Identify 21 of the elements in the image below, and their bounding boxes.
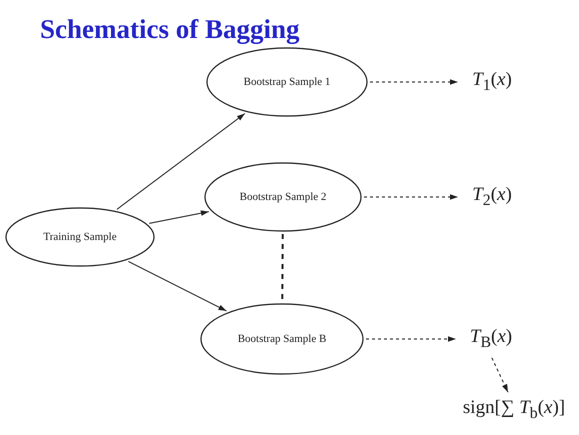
node-label: Bootstrap Sample 2 xyxy=(240,191,326,203)
sample-ellipse xyxy=(5,207,155,267)
formula-label: T$_{B}$(x) xyxy=(470,326,512,352)
arrow xyxy=(128,260,227,312)
arrow xyxy=(364,194,458,200)
arrow xyxy=(366,336,456,342)
arrow xyxy=(491,357,508,393)
formula-label: sign[∑ T$_{b}$(x)] xyxy=(462,397,566,423)
arrow xyxy=(370,79,458,85)
sample-ellipse xyxy=(206,47,368,117)
diagram-title: Schematics of Bagging xyxy=(40,14,300,45)
arrow xyxy=(116,113,246,210)
formula-label: T$_{1}$(x) xyxy=(472,69,512,95)
node-label: Training Sample xyxy=(43,231,117,243)
node-label: Bootstrap Sample B xyxy=(238,333,326,345)
arrow xyxy=(148,210,210,224)
formula-label: T$_{2}$(x) xyxy=(472,184,512,210)
node-label: Bootstrap Sample 1 xyxy=(244,76,330,88)
sample-ellipse xyxy=(204,162,362,232)
sample-ellipse xyxy=(200,303,364,375)
connector-line xyxy=(281,234,284,301)
